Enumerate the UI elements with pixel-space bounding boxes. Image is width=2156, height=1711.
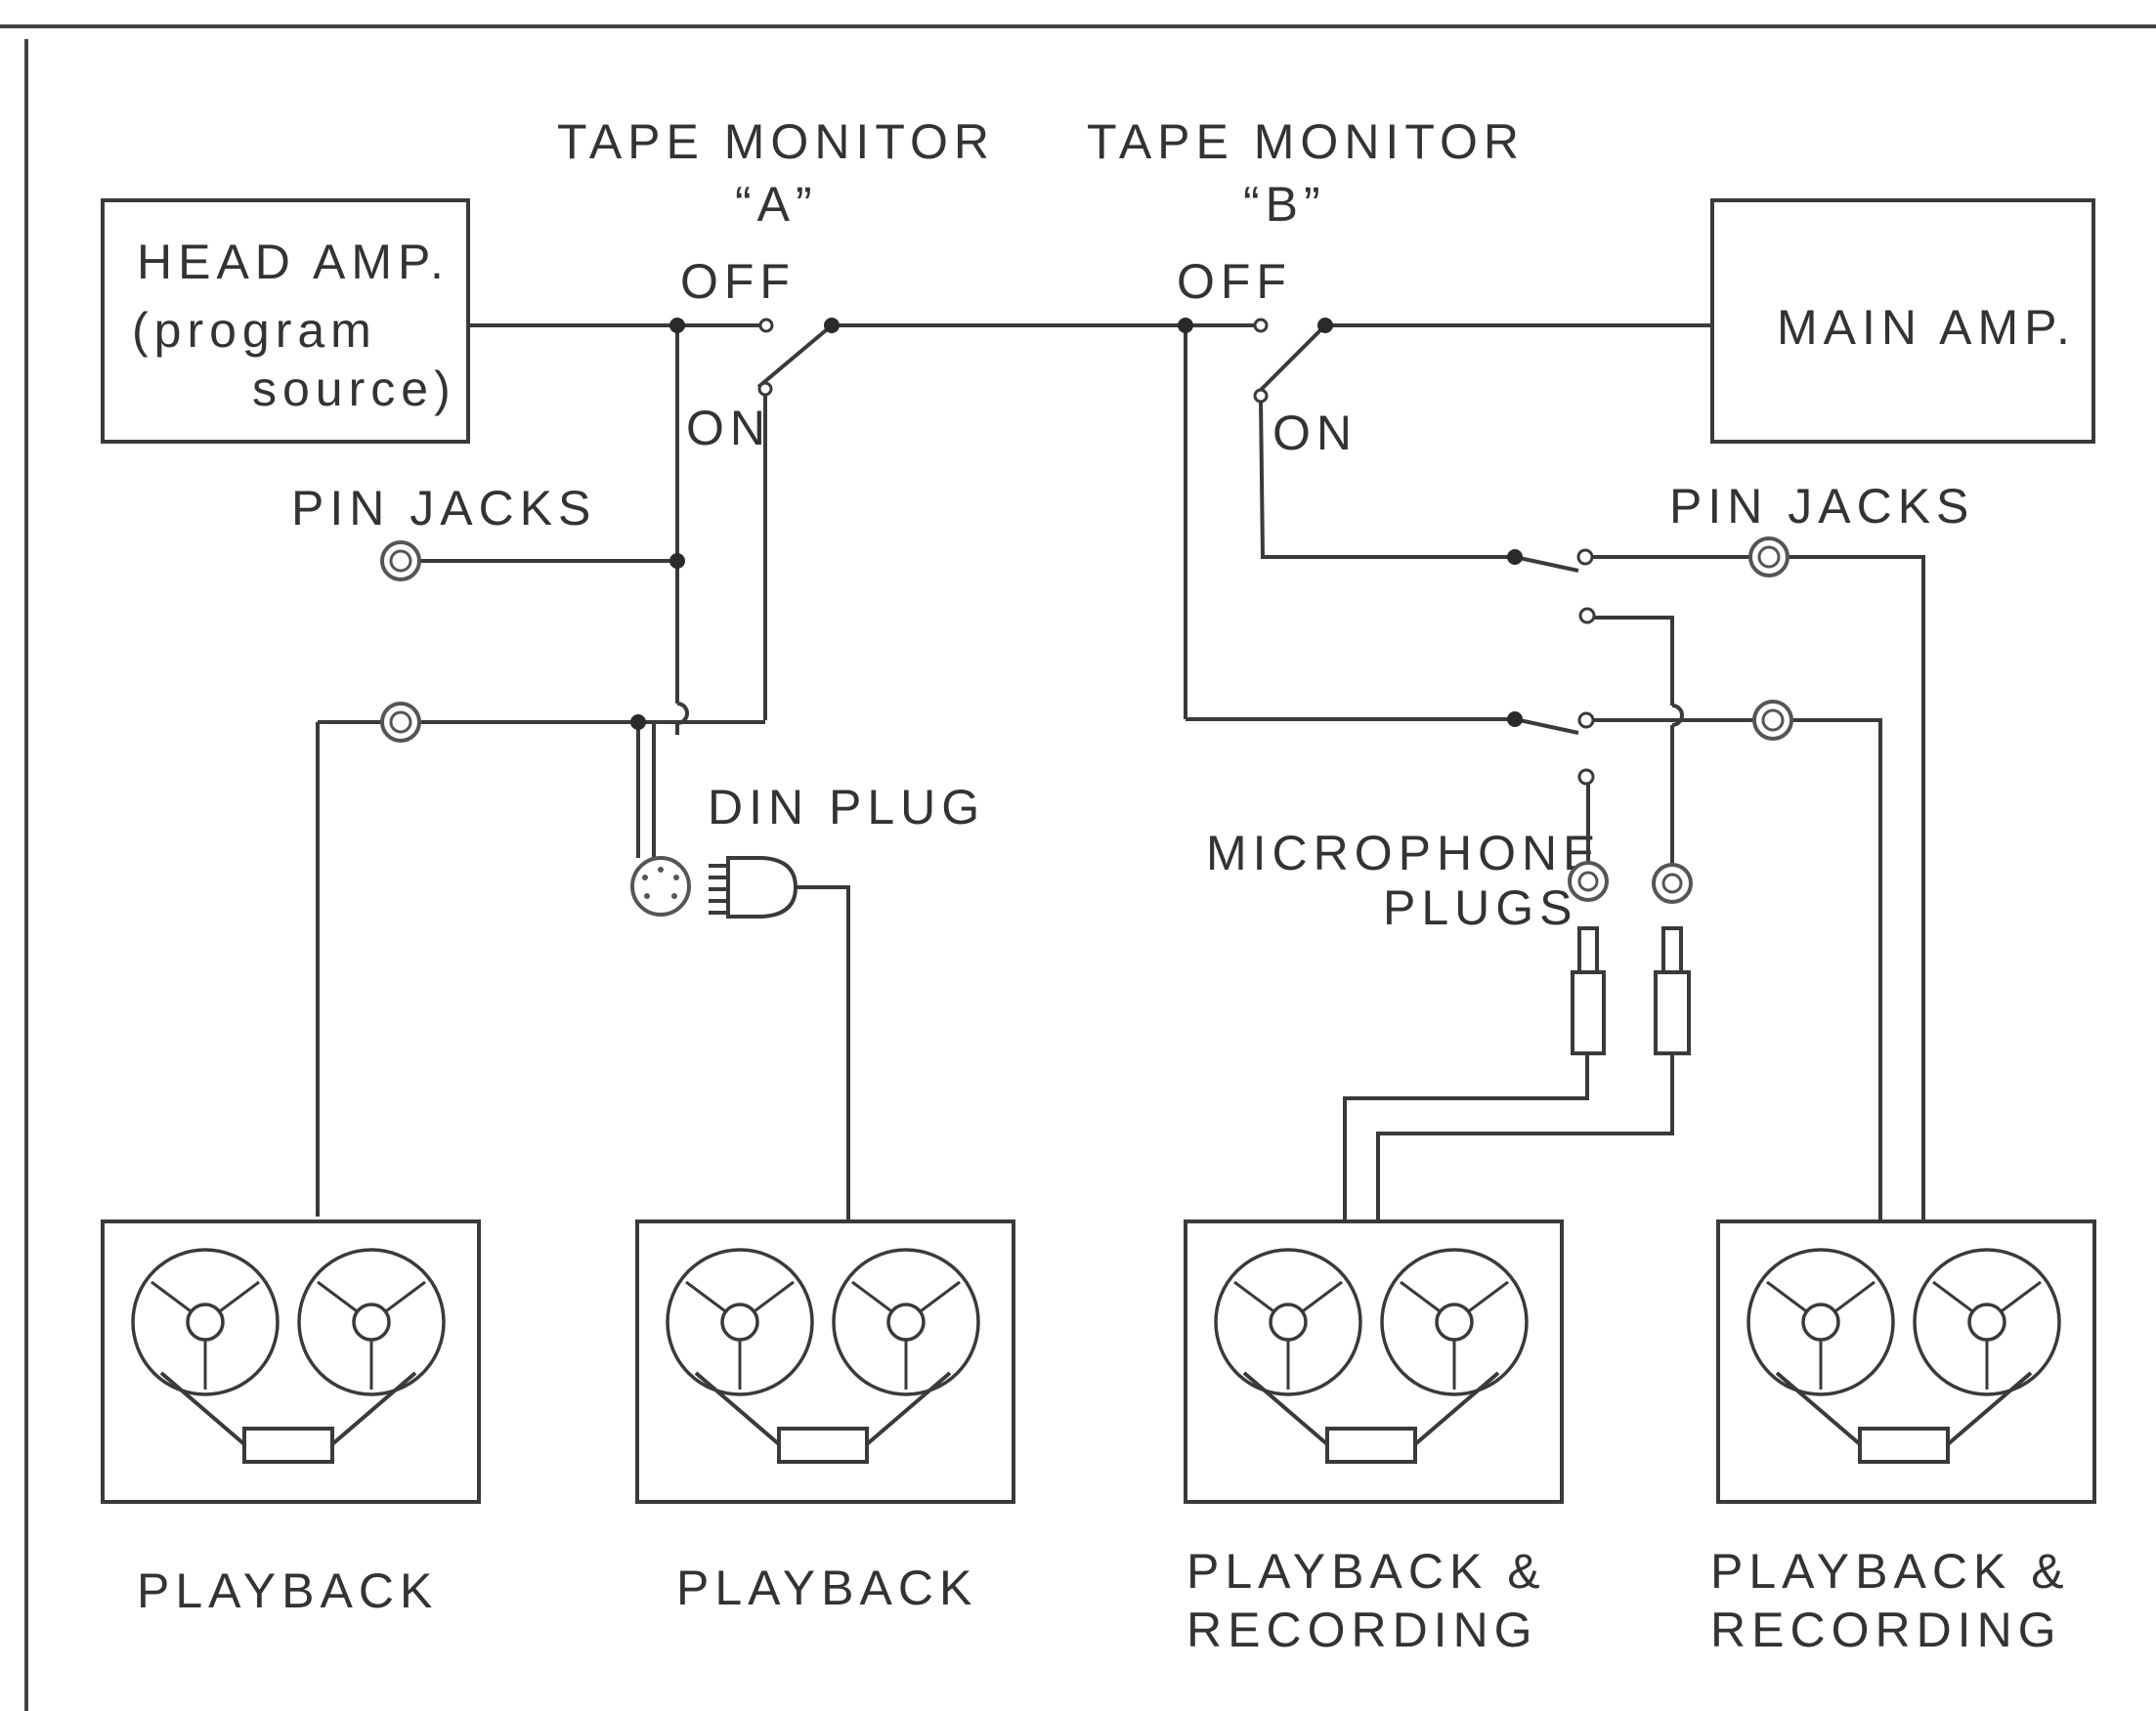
microphone-jack-icon-right <box>1652 863 1693 904</box>
deck1-label: PLAYBACK <box>137 1563 438 1618</box>
microphone-plugs-label-line2: PLUGS <box>1383 880 1578 935</box>
pin-jack-icon-left-lower <box>380 702 421 743</box>
deck4-label-line1: PLAYBACK & <box>1710 1544 2070 1599</box>
tape-monitor-b-title: TAPE MONITOR <box>1087 114 1525 169</box>
switch-icon-upper-right <box>1507 548 1596 624</box>
switch-icon-lower-right <box>1507 711 1595 786</box>
tape-monitor-a-title: TAPE MONITOR <box>557 114 995 169</box>
switch-icon-tape-monitor-b <box>1253 318 1333 404</box>
pin-jack-icon-right-lower <box>1752 700 1793 741</box>
main-amp-label: MAIN AMP. <box>1777 300 2076 355</box>
tape-monitor-a-letter: “A” <box>735 177 818 232</box>
pin-jacks-left-label: PIN JACKS <box>291 481 596 535</box>
labels: TAPE MONITOR “A” TAPE MONITOR “B” OFF ON… <box>137 114 2070 1657</box>
off-contact-a <box>758 318 774 333</box>
tape-deck-icon-3 <box>1184 1219 1564 1504</box>
on-contact-b <box>1253 388 1269 404</box>
head-amp-box: HEAD AMP. (program source) <box>101 198 470 444</box>
switch-pivot-b <box>1317 318 1333 333</box>
pin-jacks-right-label: PIN JACKS <box>1669 479 1974 534</box>
microphone-plug-icon-right <box>1654 926 1691 1055</box>
deck2-label: PLAYBACK <box>676 1561 977 1615</box>
tape-deck-icon-1 <box>101 1219 481 1504</box>
switch-icon-tape-monitor-a <box>756 318 840 397</box>
deck3-label-line1: PLAYBACK & <box>1186 1544 1546 1599</box>
din-socket-icon <box>630 856 691 917</box>
wiring <box>316 323 1925 1221</box>
off-label-a: OFF <box>680 254 796 309</box>
tape-monitor-b-letter: “B” <box>1243 177 1326 232</box>
tape-deck-icon-2 <box>635 1219 1015 1504</box>
frame <box>0 24 2156 1711</box>
microphone-jack-icon-left <box>1568 861 1609 902</box>
junction-dots <box>630 318 1193 730</box>
main-amp-box: MAIN AMP. <box>1710 198 2095 444</box>
on-label-b: ON <box>1272 406 1358 460</box>
pin-jack-icon-right-upper <box>1748 536 1789 577</box>
off-contact-b <box>1253 318 1269 333</box>
deck3-label-line2: RECORDING <box>1186 1603 1538 1657</box>
head-amp-label-line3: source) <box>252 362 456 416</box>
pin-jack-icon-left-upper <box>380 540 421 581</box>
din-plug-icon <box>709 856 798 919</box>
switch-pivot-a <box>824 318 840 333</box>
microphone-plugs-label-line1: MICROPHONE <box>1206 826 1601 880</box>
deck4-label-line2: RECORDING <box>1710 1603 2062 1657</box>
head-amp-label-line1: HEAD AMP. <box>137 235 450 289</box>
on-contact-a <box>757 381 773 397</box>
microphone-plug-icon-left <box>1571 926 1606 1055</box>
head-amp-label-line2: (program <box>132 303 377 358</box>
tape-deck-icon-4 <box>1716 1219 2096 1504</box>
on-label-a: ON <box>686 401 771 455</box>
off-label-b: OFF <box>1177 254 1292 309</box>
din-plug-label: DIN PLUG <box>708 780 985 834</box>
